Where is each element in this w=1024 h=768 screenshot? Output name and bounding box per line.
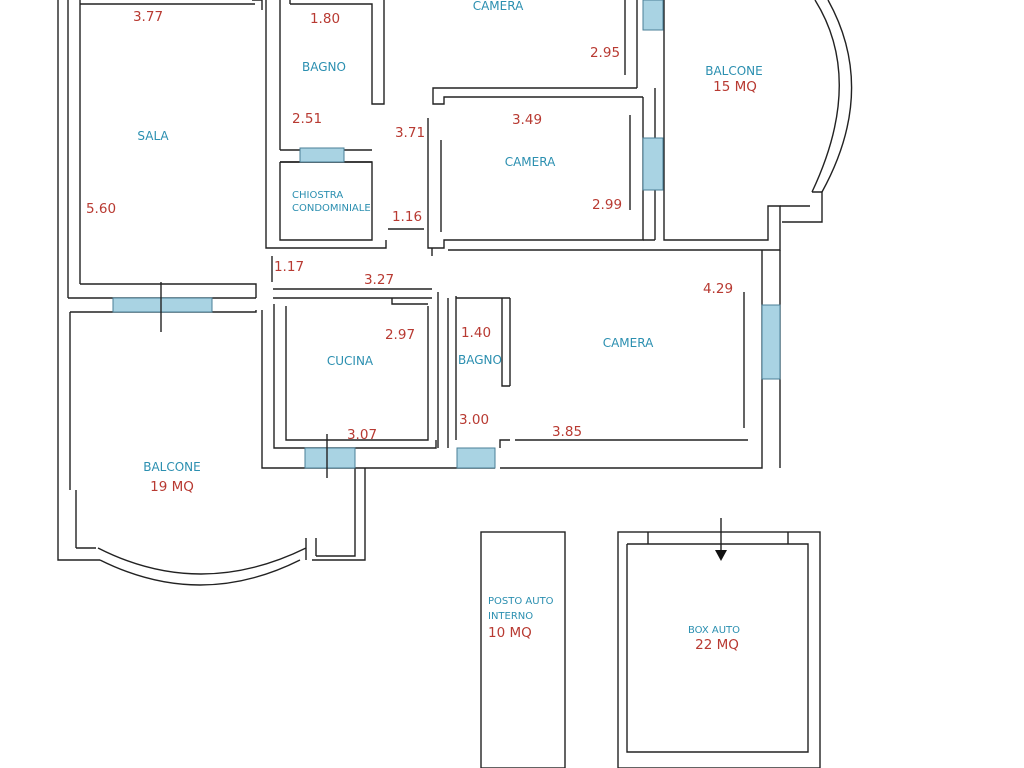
- box-auto-inner: [626, 532, 809, 753]
- dimension-labels: 3.77 5.60 1.80 2.51 2.95 3.71 3.49 2.99 …: [86, 9, 733, 443]
- dim-chiostra-gap: 1.16: [392, 209, 422, 225]
- area-balcone-right: 15 MQ: [713, 79, 757, 95]
- wall-bagno-right: [371, 0, 385, 105]
- dim-sala-depth: 5.60: [86, 201, 116, 217]
- posto-auto-outline: [480, 531, 566, 768]
- area-box-auto: 22 MQ: [695, 637, 739, 653]
- dim-camera-bottom-width: 3.85: [552, 424, 582, 440]
- box-auto-arrow-icon: [715, 550, 727, 561]
- dim-bagno-width: 1.80: [310, 11, 340, 27]
- wall-bagno-inner: [289, 0, 373, 100]
- dim-bagno-small-width: 1.40: [461, 325, 491, 341]
- window-bagno: [299, 147, 345, 163]
- label-balcone-left: BALCONE: [143, 460, 201, 474]
- wall-camera-top-bottom: [432, 0, 643, 105]
- dim-camera-top-depth: 2.95: [590, 45, 620, 61]
- window-cucina: [304, 447, 356, 469]
- windows: [112, 0, 781, 478]
- box-auto-outer: [617, 531, 821, 768]
- wall-cucina-outer: [261, 310, 495, 561]
- label-chiostra-2: CONDOMINIALE: [292, 203, 371, 214]
- dim-camera-bottom-depth: 4.29: [703, 281, 733, 297]
- dim-cucina-depth: 2.97: [385, 327, 415, 343]
- area-posto-auto: 10 MQ: [488, 625, 532, 641]
- dim-bagno-small-depth: 3.00: [459, 412, 489, 428]
- wall-camera-bottom-inner: [499, 292, 748, 448]
- wall-balcone-right-curve: [811, 0, 853, 193]
- dim-bagno-depth: 2.51: [292, 111, 322, 127]
- label-balcone-right: BALCONE: [705, 64, 763, 78]
- dim-cucina-width: 3.07: [347, 427, 377, 443]
- label-camera-mid: CAMERA: [505, 155, 556, 169]
- label-chiostra-1: CHIOSTRA: [292, 190, 343, 201]
- window-camera-top: [642, 0, 664, 31]
- parking: [480, 518, 821, 768]
- dim-camera-mid-depth: 2.99: [592, 197, 622, 213]
- dim-corridor-upper: 3.71: [395, 125, 425, 141]
- wall-balcone-left: [57, 0, 257, 561]
- label-box-auto: BOX AUTO: [688, 625, 740, 636]
- label-camera-bottom: CAMERA: [603, 336, 654, 350]
- dim-corridor-left: 1.17: [274, 259, 304, 275]
- label-cucina: CUCINA: [327, 354, 374, 368]
- label-posto-auto-2: INTERNO: [488, 611, 533, 622]
- dim-camera-mid-width: 3.49: [512, 112, 542, 128]
- wall-bagno-small: [456, 297, 511, 387]
- window-camera-mid: [642, 137, 664, 191]
- wall-corridor-top: [273, 288, 432, 299]
- wall-sala-top: [80, 0, 263, 10]
- walls: [57, 0, 853, 586]
- wall-camera-mid: [427, 104, 644, 256]
- window-camera-bottom: [761, 304, 781, 380]
- wall-sala-bottom: [68, 283, 257, 299]
- dim-corridor-width: 3.27: [364, 272, 394, 288]
- label-bagno-top: BAGNO: [302, 60, 346, 74]
- label-posto-auto-1: POSTO AUTO: [488, 596, 554, 607]
- wall-sala-left: [67, 0, 81, 298]
- dim-sala-width: 3.77: [133, 9, 163, 25]
- wall-balcone-right-step: [780, 191, 823, 223]
- wall-cucina: [273, 298, 437, 449]
- area-balcone-left: 19 MQ: [150, 479, 194, 495]
- wall-balcone-left-curve: [97, 468, 356, 586]
- wall-balcone-left-step: [75, 490, 96, 549]
- wall-camera-mid-inner: [440, 115, 631, 232]
- window-bagno-small: [456, 447, 496, 469]
- label-sala: SALA: [137, 129, 169, 143]
- room-labels: CAMERA SALA BAGNO BALCONE 15 MQ CAMERA C…: [137, 0, 762, 653]
- label-bagno-small: BAGNO: [458, 353, 502, 367]
- label-camera-top: CAMERA: [473, 0, 524, 13]
- window-sala: [112, 297, 213, 313]
